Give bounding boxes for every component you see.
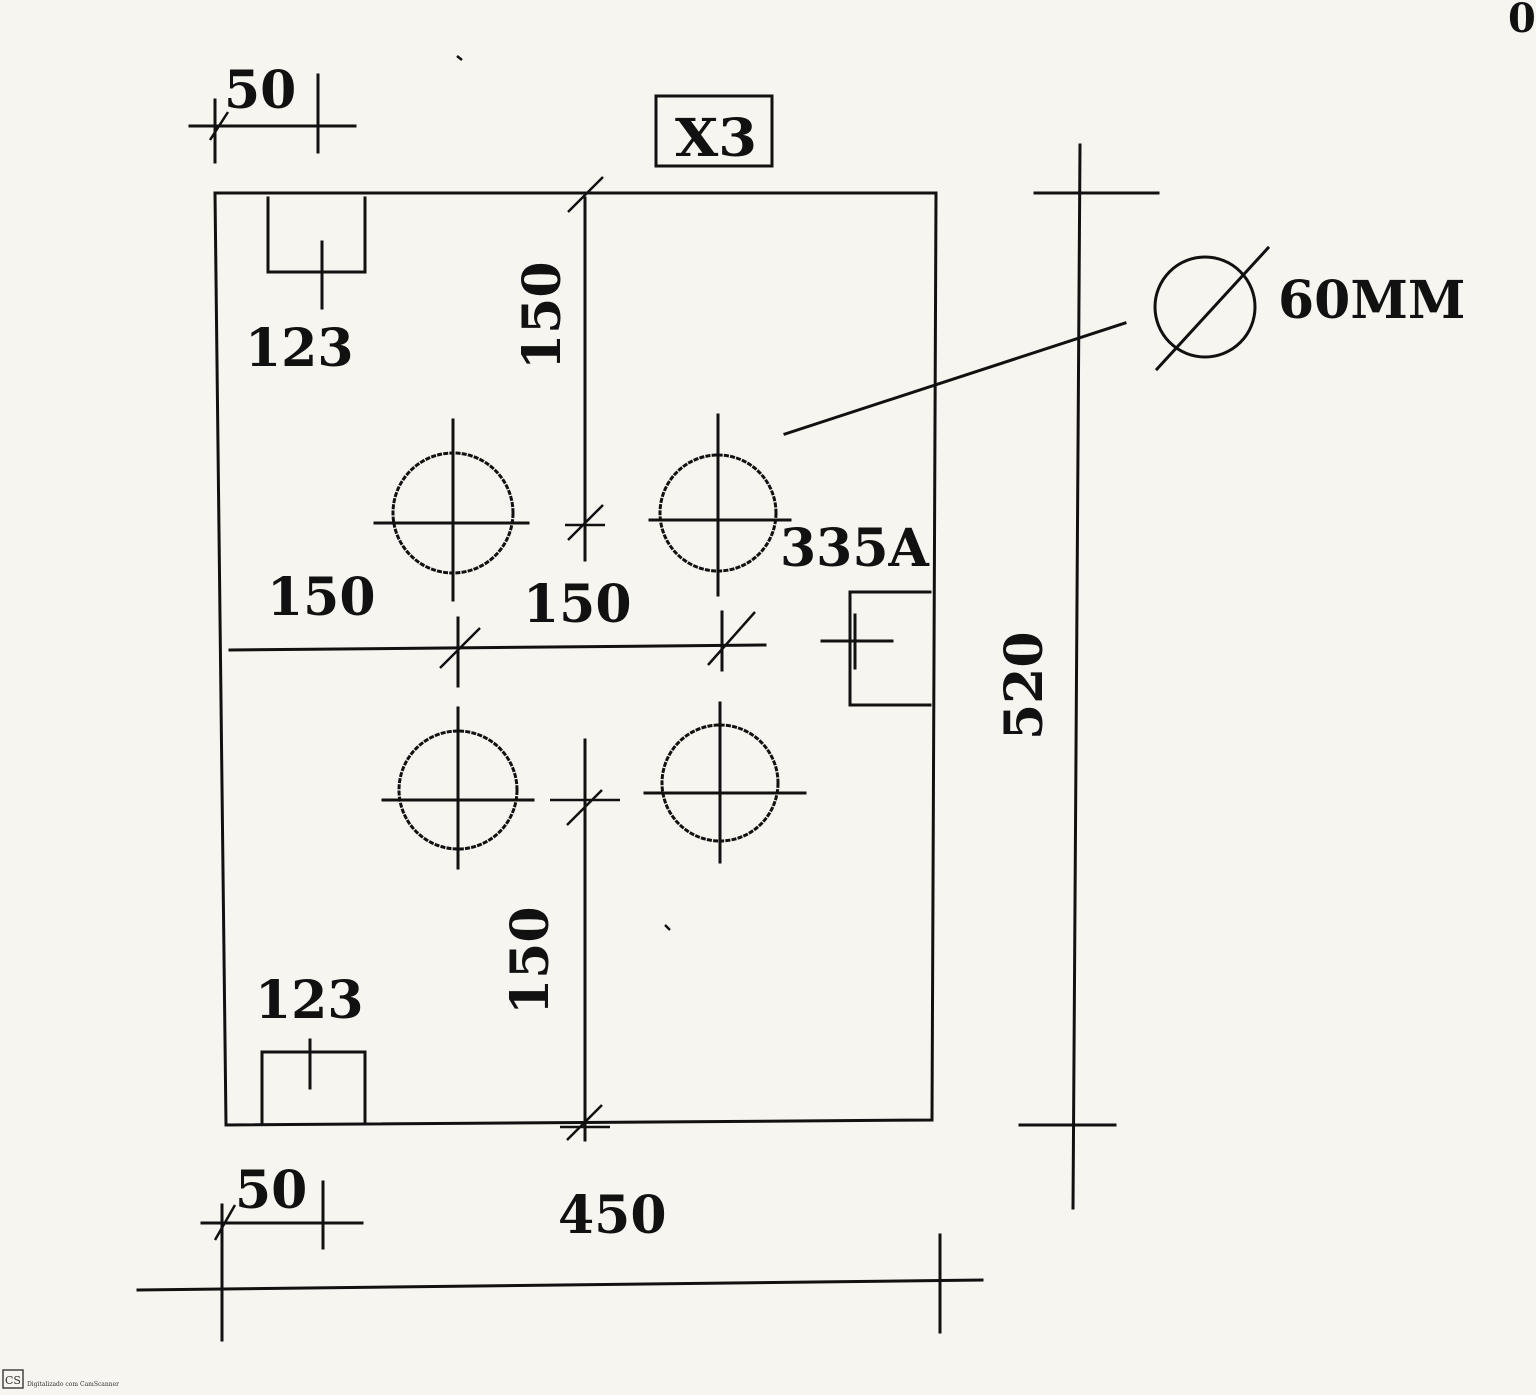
dim-450 bbox=[136, 1203, 984, 1342]
label-50-top: 50 bbox=[224, 60, 296, 121]
hole-top-left bbox=[373, 418, 530, 602]
tick bbox=[567, 176, 604, 213]
slot-bottom-left bbox=[260, 1038, 367, 1125]
plate-outline bbox=[213, 191, 938, 1127]
dim-520 bbox=[1018, 143, 1160, 1210]
corner-fragment-text: 0 bbox=[1508, 0, 1536, 42]
label-150-horizontal-left: 150 bbox=[267, 567, 376, 628]
label-123-top: 123 bbox=[245, 318, 354, 379]
scanner-note: Digitalizado com CamScanner bbox=[27, 1381, 119, 1388]
scanner-badge: CS bbox=[5, 1374, 21, 1387]
tick bbox=[707, 611, 756, 666]
label-material-mark: 335A bbox=[780, 518, 930, 579]
slot-top-left bbox=[266, 196, 367, 310]
label-450: 450 bbox=[558, 1185, 667, 1246]
stray-mark bbox=[664, 924, 671, 931]
hole-top-right bbox=[648, 413, 792, 597]
tick bbox=[567, 504, 604, 541]
diameter-symbol-icon bbox=[1153, 245, 1271, 372]
label-150-vertical-top: 150 bbox=[512, 261, 573, 370]
label-150-horizontal-right: 150 bbox=[523, 574, 632, 635]
label-hole-diameter: 60MM bbox=[1278, 270, 1465, 331]
label-123-bottom: 123 bbox=[255, 970, 364, 1031]
slot-right bbox=[820, 590, 932, 707]
scanner-badge-box bbox=[2, 1369, 24, 1389]
hole-bottom-right bbox=[643, 701, 807, 864]
hole-bottom-left bbox=[381, 706, 535, 870]
label-150-vertical-bottom: 150 bbox=[500, 906, 561, 1015]
quantity-tag-box bbox=[654, 94, 774, 168]
quantity-tag-text: X3 bbox=[675, 108, 757, 169]
tick bbox=[566, 1104, 603, 1141]
label-520: 520 bbox=[994, 631, 1055, 740]
stray-mark bbox=[456, 55, 463, 61]
dim-50-bottom bbox=[200, 1180, 364, 1250]
label-50-bottom: 50 bbox=[235, 1160, 307, 1221]
tick bbox=[566, 789, 603, 826]
leader-line bbox=[783, 321, 1127, 436]
dim-line-horizontal-150 bbox=[228, 643, 767, 652]
dim-50-top bbox=[188, 73, 357, 164]
tick bbox=[439, 627, 481, 669]
